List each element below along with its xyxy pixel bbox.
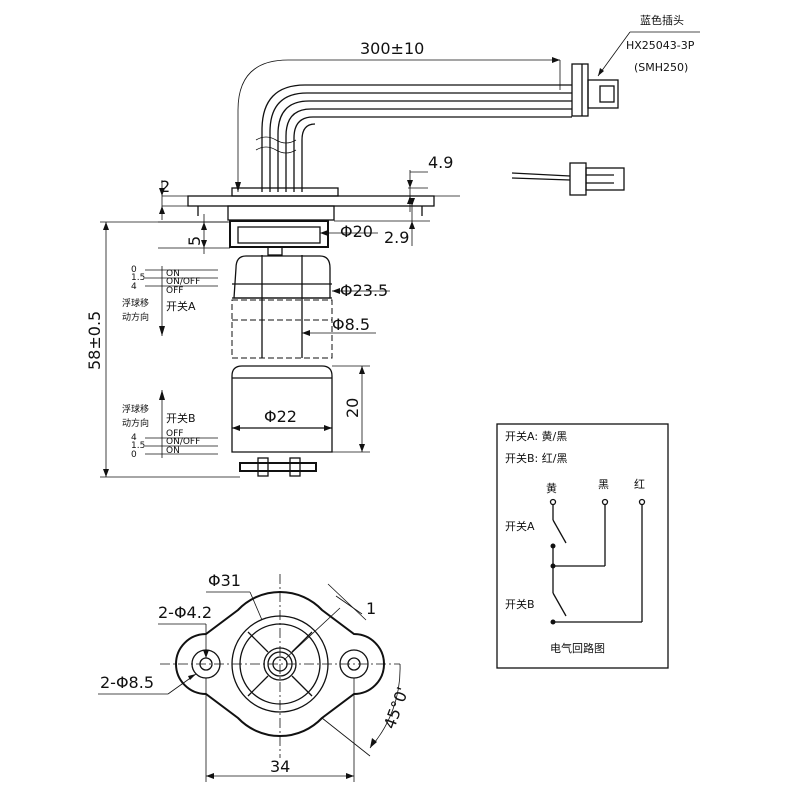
sensor-side-view — [187, 187, 435, 477]
circuit-legend-b: 开关B: 红/黑 — [505, 451, 567, 465]
dim-34: 34 — [205, 678, 355, 782]
switch-b-on: ON — [166, 446, 180, 456]
switch-b-off: OFF — [166, 429, 183, 439]
switch-a-move-1: 浮球移 — [122, 297, 149, 309]
dim-2: 2 — [159, 177, 188, 220]
wire-black-label: 黑 — [598, 478, 609, 491]
dim-2-9: 2.9 — [334, 198, 430, 247]
dim-phi31: Φ31 — [206, 571, 263, 621]
switch-b-scale-4: 4 — [131, 433, 137, 443]
switch-b-scale-0: 0 — [131, 450, 137, 460]
dim-2-9-text: 2.9 — [384, 228, 409, 247]
connector-model-label: HX25043-3P — [626, 39, 695, 52]
dim-holes-large-text: 2-Φ8.5 — [100, 673, 154, 692]
dim-4-9-text: 4.9 — [428, 153, 453, 172]
dim-phi8-5: Φ8.5 — [302, 315, 376, 336]
flange-top-view — [160, 574, 400, 758]
circuit-frame — [496, 423, 669, 669]
dim-slot-1: 1 — [283, 583, 376, 661]
dim-5: 5 — [158, 214, 230, 254]
dim-holes-small: 2-Φ4.2 — [158, 603, 212, 658]
switch-a-scale: 0 1.5 4 ON ON/OFF OFF 浮球移 动方向 开关A — [122, 265, 218, 336]
switch-b-name: 开关B — [166, 411, 196, 425]
dim-34-text: 34 — [270, 757, 290, 776]
switch-b-on-off: ON/OFF — [166, 437, 200, 447]
dim-total-length: 58±0.5 — [85, 221, 240, 478]
dim-phi23-5: Φ23.5 — [332, 281, 390, 300]
connector-label: 蓝色插头 HX25043-3P (SMH250) — [597, 13, 700, 77]
cable — [255, 84, 572, 192]
switch-b-scale: 浮球移 动方向 开关B OFF ON/OFF ON 4 1.5 0 — [122, 390, 218, 460]
dim-cable-length: 300±10 — [235, 39, 561, 192]
dim-5-text: 5 — [185, 236, 204, 246]
circuit-switch-a: 开关A — [505, 519, 535, 533]
connector-side-view — [511, 162, 625, 196]
dim-holes-large: 2-Φ8.5 — [98, 673, 197, 695]
dim-2-text: 2 — [160, 177, 170, 196]
dim-20-text: 20 — [343, 398, 362, 418]
circuit-legend-a: 开关A: 黄/黑 — [505, 429, 567, 443]
connector-plug — [571, 63, 619, 117]
switch-a-scale-4: 4 — [131, 282, 137, 292]
switch-a-scale-0: 0 — [131, 265, 137, 275]
dim-phi20-text: Φ20 — [340, 222, 373, 241]
connector-series-label: (SMH250) — [634, 61, 688, 74]
dim-angle: 45°0' — [321, 663, 413, 757]
switch-a-off: OFF — [166, 286, 183, 296]
switch-a-on: ON — [166, 269, 180, 279]
dim-holes-small-text: 2-Φ4.2 — [158, 603, 212, 622]
circuit-diagram: 开关A: 黄/黑 开关B: 红/黑 黄 黑 红 开关A 开关B 电气回路图 — [496, 423, 669, 669]
circuit-title: 电气回路图 — [550, 641, 605, 655]
connector-color-label: 蓝色插头 — [640, 13, 684, 27]
dim-slot-1-text: 1 — [366, 599, 376, 618]
dim-phi20: Φ20 — [320, 222, 378, 241]
dim-cable-length-text: 300±10 — [360, 39, 424, 58]
wire-yellow-label: 黄 — [546, 481, 557, 495]
dim-20: 20 — [332, 365, 370, 453]
switch-a-scale-1-5: 1.5 — [131, 273, 145, 283]
dim-total-length-text: 58±0.5 — [85, 311, 104, 370]
switch-a-name: 开关A — [166, 299, 196, 313]
switch-b-move-2: 动方向 — [122, 417, 149, 429]
switch-a-on-off: ON/OFF — [166, 277, 200, 287]
dim-angle-text: 45°0' — [380, 685, 413, 732]
dim-phi8-5-text: Φ8.5 — [332, 315, 370, 334]
dim-phi22-text: Φ22 — [264, 407, 297, 426]
circuit-switch-b: 开关B — [505, 597, 535, 611]
dim-phi23-5-text: Φ23.5 — [340, 281, 388, 300]
dim-phi31-text: Φ31 — [208, 571, 241, 590]
dim-4-9: 4.9 — [407, 153, 460, 212]
switch-b-scale-1-5: 1.5 — [131, 441, 145, 451]
switch-b-move-1: 浮球移 — [122, 403, 149, 415]
dim-phi22: Φ22 — [232, 407, 332, 431]
wire-red-label: 红 — [634, 478, 645, 491]
switch-a-move-2: 动方向 — [122, 311, 149, 323]
